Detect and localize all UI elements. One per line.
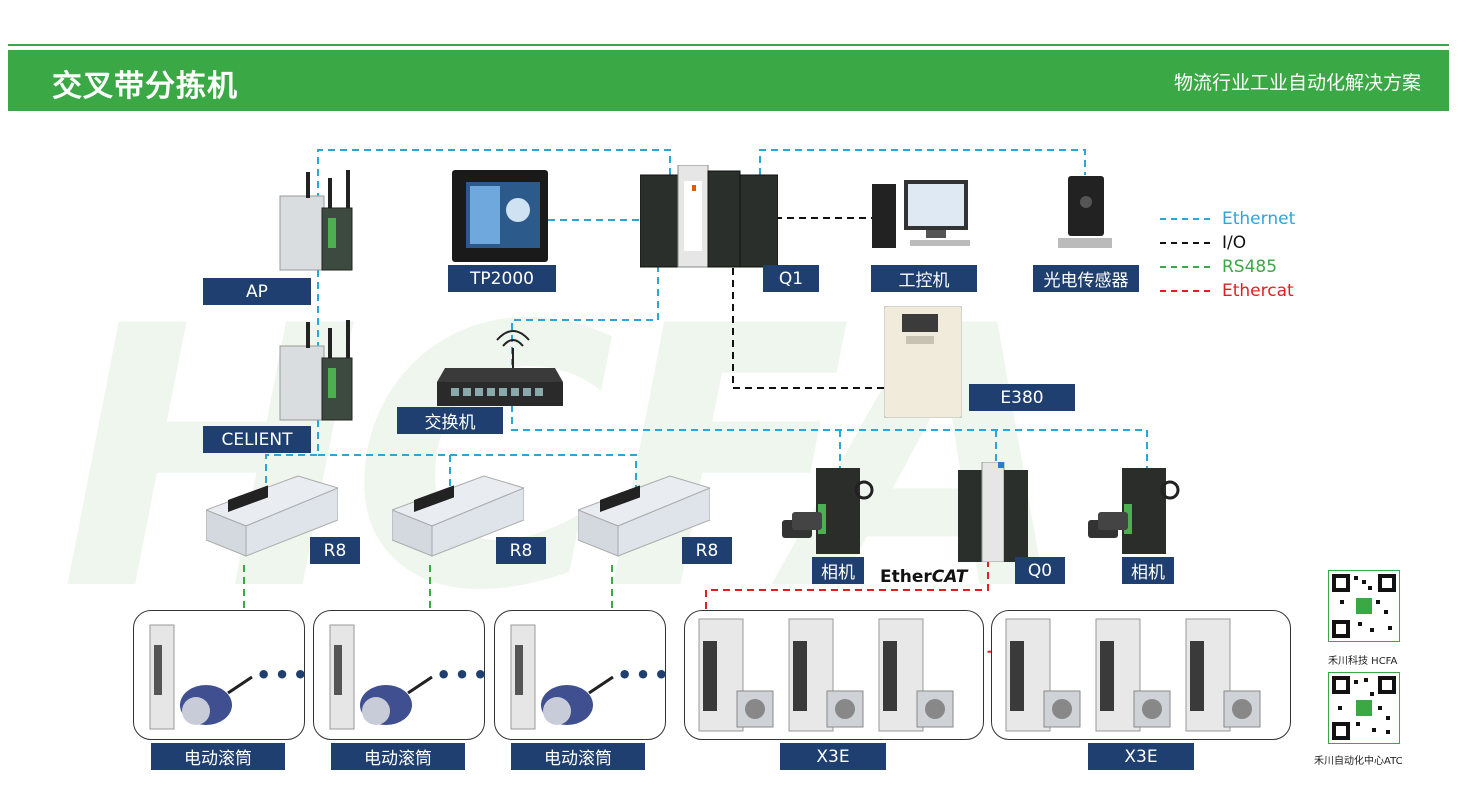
r8-module-3 <box>576 468 712 560</box>
hmi-icon <box>452 170 548 262</box>
servo-group-1 <box>698 618 774 732</box>
servo-group-2 <box>788 618 864 732</box>
legend-item-rs485: RS485 <box>1160 255 1295 279</box>
client-router-icon <box>279 320 353 421</box>
label-roller-2: 电动滚筒 <box>331 743 465 770</box>
roller-panel-2: ••• <box>313 610 488 740</box>
plc-icon <box>639 164 779 268</box>
camera-2 <box>1084 468 1184 556</box>
label-x3e-1: X3E <box>780 743 886 770</box>
network-switch <box>437 328 563 408</box>
plc-icon <box>958 461 1028 563</box>
qr-code-hcfa[interactable] <box>1327 569 1401 643</box>
sensor-icon <box>1058 176 1112 248</box>
label-tp2000: TP2000 <box>448 265 556 292</box>
legend: Ethernet I/O RS485 Ethercat <box>1160 207 1295 303</box>
more-ellipsis: ••• <box>617 661 673 689</box>
x3e-panel-1 <box>684 610 984 740</box>
header-banner: 交叉带分拣机 物流行业工业自动化解决方案 <box>8 50 1449 111</box>
roller-drive-icon <box>149 624 253 730</box>
computer-icon <box>872 180 970 248</box>
switch-icon <box>437 330 563 406</box>
label-q1: Q1 <box>763 265 819 292</box>
qr-code-atc[interactable] <box>1327 671 1401 745</box>
roller-panel-1: ••• <box>133 610 308 740</box>
label-ap: AP <box>203 278 311 305</box>
io-links <box>732 217 884 389</box>
label-r8-1: R8 <box>310 537 360 564</box>
ap-router <box>278 168 358 274</box>
ethernet-links <box>265 149 1148 500</box>
r8-module-2 <box>390 468 526 560</box>
vision-camera-icon <box>782 468 874 554</box>
label-ipc: 工控机 <box>871 265 977 292</box>
servo-group-2 <box>1095 618 1171 732</box>
industrial-pc <box>872 180 980 252</box>
more-ellipsis: ••• <box>436 661 492 689</box>
r8-module-1 <box>204 468 340 560</box>
roller-drive-icon <box>510 624 614 730</box>
qr-caption-hcfa: 禾川科技 HCFA <box>1328 656 1398 667</box>
label-q0: Q0 <box>1015 557 1065 584</box>
servo-group-3 <box>878 618 954 732</box>
x3e-panel-2 <box>991 610 1291 740</box>
servo-drive-icons <box>1005 618 1261 732</box>
label-x3e-2: X3E <box>1088 743 1194 770</box>
ethercat-logo: EtherCAT <box>880 567 968 587</box>
photoelectric-sensor <box>1058 176 1112 260</box>
servo-drive-icons <box>698 618 954 732</box>
inverter-icon <box>883 305 963 419</box>
roller-panel-3: ••• <box>494 610 669 740</box>
roller-drive-icon <box>329 624 433 730</box>
page-subtitle: 物流行业工业自动化解决方案 <box>1173 72 1421 94</box>
servo-group-3 <box>1185 618 1261 732</box>
vision-camera-icon <box>1088 468 1180 554</box>
label-switch: 交换机 <box>397 407 503 434</box>
label-client: CELIENT <box>203 426 311 453</box>
label-roller-1: 电动滚筒 <box>151 743 285 770</box>
tp2000-hmi <box>452 170 548 262</box>
more-ellipsis: ••• <box>256 661 312 689</box>
servo-group-1 <box>1005 618 1081 732</box>
page-title: 交叉带分拣机 <box>52 69 238 104</box>
ap-router-icon <box>279 170 353 271</box>
client-router <box>278 318 358 424</box>
label-r8-2: R8 <box>496 537 546 564</box>
legend-item-io: I/O <box>1160 231 1295 255</box>
label-sensor: 光电传感器 <box>1033 265 1139 292</box>
qr-caption-atc: 禾川自动化中心ATC <box>1314 756 1403 767</box>
io-module-icon <box>204 475 340 557</box>
e380-inverter <box>883 305 963 419</box>
label-r8-3: R8 <box>682 537 732 564</box>
label-roller-3: 电动滚筒 <box>511 743 645 770</box>
label-camera-1: 相机 <box>812 557 864 584</box>
rs485-links <box>243 565 613 618</box>
legend-item-ethernet: Ethernet <box>1160 207 1295 231</box>
label-e380: E380 <box>969 384 1075 411</box>
io-module-icon <box>576 475 712 557</box>
q0-controller <box>958 461 1030 563</box>
qr-code-icon <box>1327 569 1401 643</box>
camera-1 <box>778 468 878 556</box>
header-rule <box>8 44 1449 46</box>
qr-code-icon <box>1327 671 1401 745</box>
io-module-icon <box>390 475 526 557</box>
q1-plc <box>639 164 779 270</box>
legend-item-ethercat: Ethercat <box>1160 279 1295 303</box>
label-camera-2: 相机 <box>1122 557 1174 584</box>
